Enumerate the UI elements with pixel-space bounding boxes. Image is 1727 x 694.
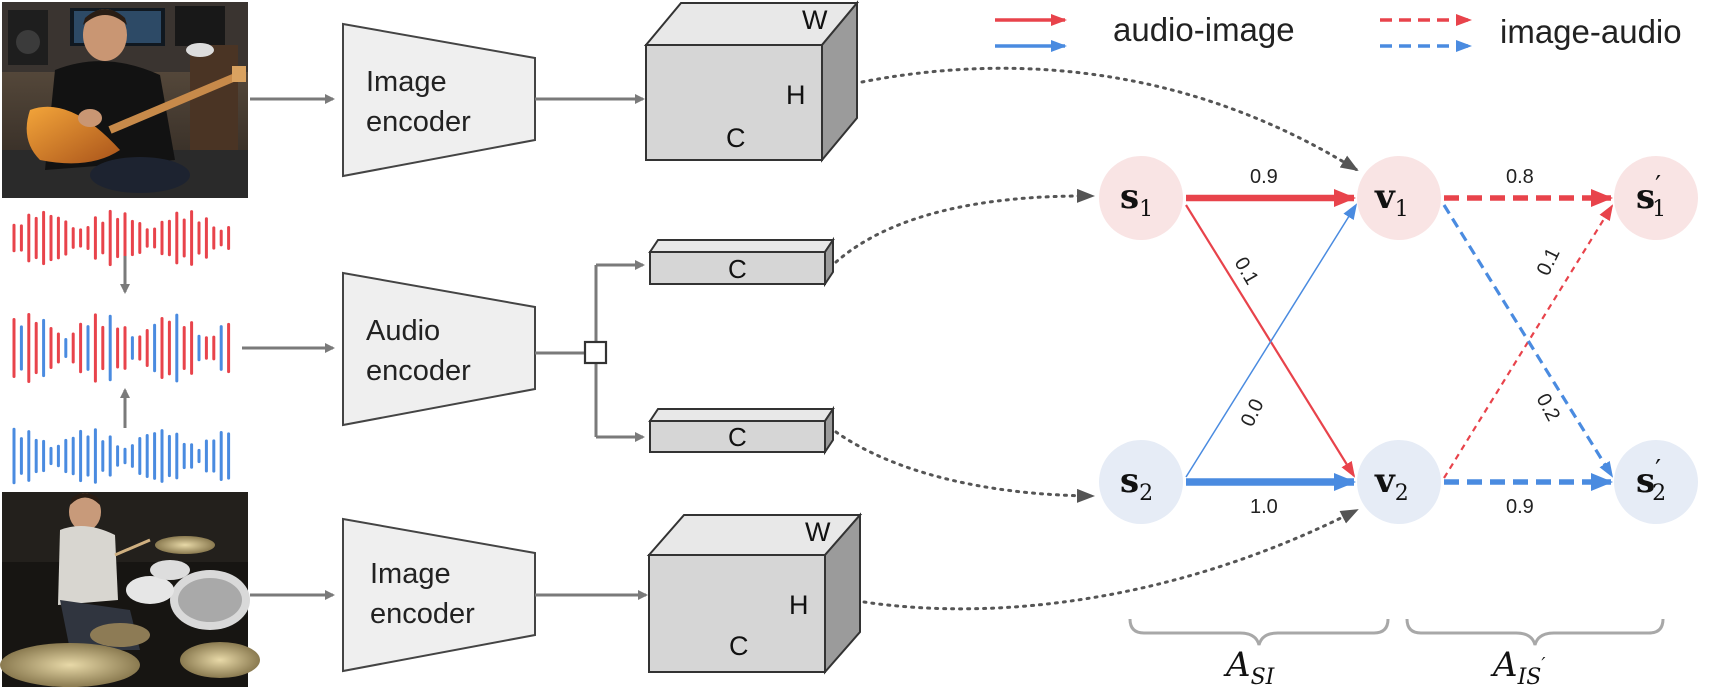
- dotted-cube-top-to-v1: [860, 66, 1359, 172]
- weight-s1-v1: 0.9: [1250, 166, 1278, 188]
- feature-cube-bottom: W H C: [646, 512, 863, 675]
- dotted-bar-top-to-s1: [834, 188, 1095, 264]
- weight-s2-v2: 1.0: [1250, 496, 1278, 518]
- bar-c-label: C: [728, 422, 747, 452]
- encoder-label-line2: encoder: [366, 106, 471, 138]
- graph-nodes: [1099, 156, 1698, 524]
- weight-v2-s2p: 0.9: [1506, 496, 1534, 518]
- audio-feature-bar-bottom: C: [648, 405, 835, 456]
- weight-v2-s1p: 0.1: [1533, 245, 1565, 280]
- encoder-label-line1: Audio: [366, 315, 440, 347]
- guitar-player-photo: [2, 2, 248, 198]
- graph-edges: [1185, 189, 1614, 491]
- cube-c-label: C: [726, 123, 746, 153]
- encoder-label-line1: Image: [366, 66, 447, 98]
- encoder-label-line2: encoder: [366, 355, 471, 387]
- node-labels: s1 s2 v1 v2 s′1 s′2: [1120, 171, 1666, 506]
- dotted-cube-bottom-to-v2: [862, 508, 1359, 611]
- node-s1-prime: [1614, 156, 1698, 240]
- legend-audio-image-label: audio-image: [1113, 11, 1295, 48]
- brace-isprime: [1405, 618, 1665, 646]
- cube-w-label: W: [802, 5, 828, 35]
- node-s1: [1099, 156, 1183, 240]
- cube-h-label: H: [786, 80, 806, 110]
- weight-v1-s1p: 0.8: [1506, 166, 1534, 188]
- node-s2p-label: s′2: [1636, 455, 1666, 506]
- legend: audio-image image-audio: [995, 11, 1682, 52]
- node-s2: [1099, 440, 1183, 524]
- cube-c-label: C: [729, 631, 749, 661]
- weight-s2-v1: 0.0: [1237, 396, 1269, 431]
- blue-waveform: [12, 427, 231, 485]
- mixed-waveform: [12, 312, 231, 384]
- node-v2: [1357, 440, 1441, 524]
- edge-s1-v2: [1185, 204, 1356, 478]
- dotted-connections: [834, 66, 1359, 611]
- feature-cube-top: W H C: [643, 0, 860, 163]
- node-s2-label: s2: [1120, 461, 1153, 506]
- edge-v1-s2p: [1442, 204, 1614, 478]
- node-s2-prime: [1614, 440, 1698, 524]
- brace-asi-label: ASI: [1223, 645, 1276, 689]
- image-encoder-top: Image encoder: [342, 22, 536, 178]
- encoder-label-line1: Image: [370, 558, 451, 590]
- audio-encoder: Audio encoder: [342, 271, 536, 427]
- legend-image-audio-label: image-audio: [1500, 13, 1682, 50]
- cube-h-label: H: [789, 590, 809, 620]
- split-node-square: [583, 340, 608, 365]
- node-s1-label: s1: [1120, 177, 1153, 222]
- drummer-photo: [0, 492, 260, 687]
- node-v2-label: v2: [1374, 461, 1409, 506]
- brace-isprime-label: AIS′: [1490, 645, 1545, 689]
- node-s1p-label: s′1: [1636, 171, 1666, 222]
- dotted-bar-bottom-to-s2: [834, 430, 1095, 503]
- weight-v1-s2p: 0.2: [1532, 390, 1564, 425]
- edge-s2-v1: [1185, 203, 1358, 478]
- audio-feature-bar-top: C: [648, 236, 835, 288]
- cube-w-label: W: [805, 517, 831, 547]
- bar-c-label: C: [728, 254, 747, 284]
- encoder-label-line2: encoder: [370, 598, 475, 630]
- node-v1-label: v1: [1374, 177, 1409, 222]
- audio-waveforms: [12, 209, 231, 485]
- brace-asi: [1128, 618, 1390, 646]
- image-encoder-bottom: Image encoder: [342, 517, 536, 673]
- audio-split-connector: [535, 260, 645, 442]
- node-v1: [1357, 156, 1441, 240]
- braces: [1128, 618, 1665, 646]
- red-waveform: [12, 209, 231, 267]
